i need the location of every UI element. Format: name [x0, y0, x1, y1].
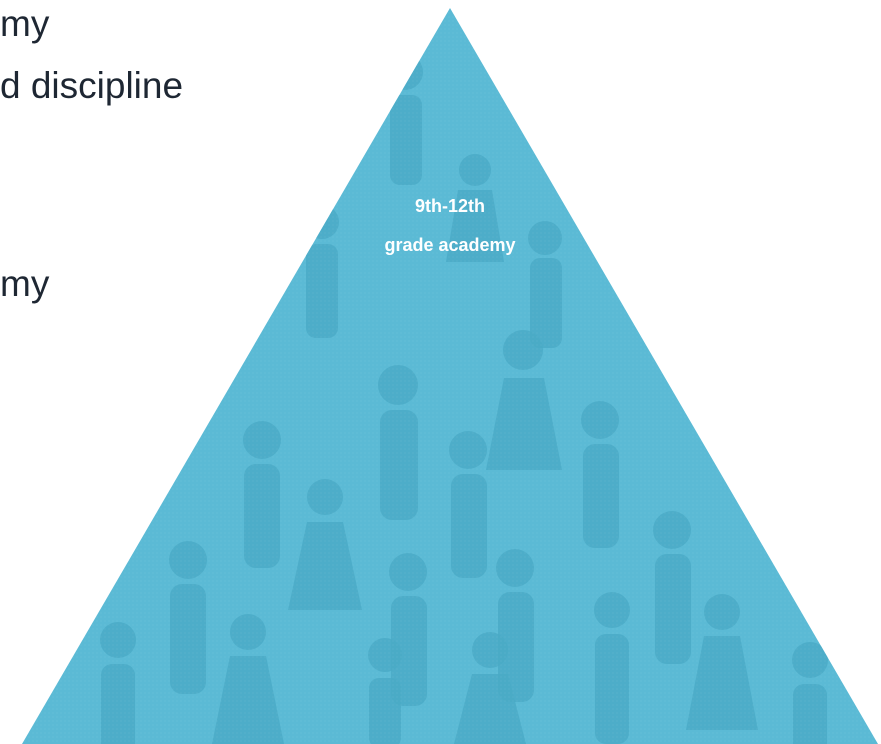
slide-text-line-2: d discipline — [0, 65, 184, 106]
slide-text-line-1: my — [0, 3, 50, 44]
slide-text-line-3: my — [0, 263, 50, 304]
pyramid-label-line-1: 9th-12th — [414, 196, 485, 216]
pyramid-label-line-2: grade academy — [384, 235, 516, 255]
